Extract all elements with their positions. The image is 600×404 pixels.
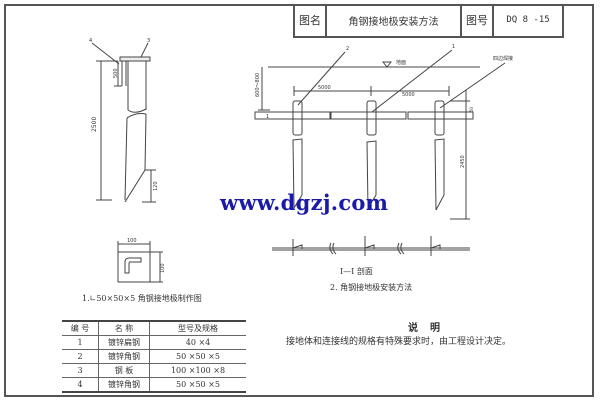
header-spec: 型号及规格 [149,320,246,336]
callout-2: 2 [346,46,349,52]
cell-number: 4 [62,377,99,393]
callout-1: 1 [452,44,455,50]
cell-name: 镀锌角钢 [98,349,150,364]
section-caption: I—I 剖面 [340,267,373,276]
cell-number: 1 [62,335,99,350]
plate-width-dim: 100 [127,238,137,244]
drawing-name-label: 图名 [293,4,325,36]
cell-number: 3 [62,363,99,378]
figure-2-caption: 2. 角钢接地极安装方法 [330,283,413,292]
header-name: 名 称 [98,320,150,336]
cell-spec: 100 ×100 ×8 [149,363,246,378]
dim-spacing-2: 5000 [402,92,415,98]
cell-name: 镀锌扁钢 [98,335,150,350]
dim-bottom: 120 [153,181,159,191]
notes-title: 说明 [408,323,452,334]
cell-spec: 50 ×50 ×5 [149,377,246,393]
title-block: 图名 角钢接地极安装方法 图号 DQ 8 -15 [293,4,564,38]
figure-1-electrode [91,42,156,203]
plate-height-dim: 100 [160,263,166,273]
dim-top: 500 [113,68,119,78]
parts-table: 编 号 名 称 型号及规格 1 镀锌扁钢 40 ×4 2 镀锌角钢 50 ×50… [62,320,246,393]
section-mark: 1 [266,114,269,120]
header-number: 编 号 [62,320,99,336]
table-row: 2 镀锌角钢 50 ×50 ×5 [62,349,246,364]
plate-detail [117,241,163,283]
cell-spec: 50 ×50 ×5 [149,349,246,364]
dim-total-length: 2500 [91,117,98,132]
figure-1-caption: 1.∟50×50×5 角钢接地极制作图 [82,294,202,303]
watermark: www.dgzj.com [220,190,389,215]
dim-electrode-length: 2450 [460,155,466,168]
ground-label: 地面 [396,59,406,66]
drawing-number-label: 图号 [460,4,492,36]
cell-number: 2 [62,349,99,364]
drawing-title: 角钢接地极安装方法 [325,4,460,36]
cell-name: 镀锌角钢 [98,377,150,393]
table-row: 3 钢 板 100 ×100 ×8 [62,363,246,378]
drawing-number: DQ 8 -15 [492,4,564,36]
table-row: 4 镀锌角钢 50 ×50 ×5 [62,377,246,393]
dim-spacing-1: 5000 [318,85,331,91]
table-row: 1 镀锌扁钢 40 ×4 [62,335,246,350]
table-header-row: 编 号 名 称 型号及规格 [62,320,246,336]
drawing-frame [4,4,594,397]
notes-body: 接地体和连接线的规格有特殊要求时，由工程设计决定。 [286,337,512,347]
callout-4: 4 [89,38,92,44]
cell-spec: 40 ×4 [149,335,246,350]
cell-name: 钢 板 [98,363,150,378]
dim-burial-depth: 600～800 [255,73,261,97]
weld-label: 四边焊接 [493,55,513,62]
figure-2-installation [254,49,506,256]
callout-3: 3 [147,38,150,44]
dim-offset: 50 [469,106,474,112]
